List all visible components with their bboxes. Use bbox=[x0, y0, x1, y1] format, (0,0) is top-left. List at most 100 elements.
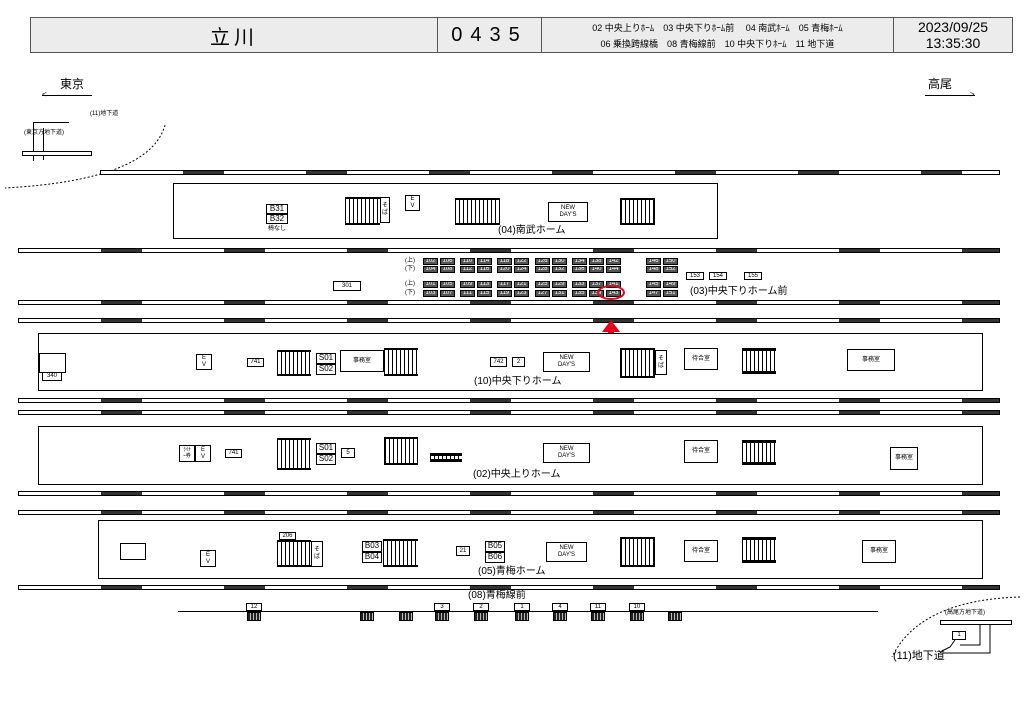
position-154[interactable]: 154 bbox=[709, 272, 727, 280]
position-155[interactable]: 155 bbox=[744, 272, 762, 280]
car-position-123[interactable]: 123 bbox=[514, 290, 529, 297]
car-position-137[interactable]: 137 bbox=[589, 281, 604, 288]
car-position-marker[interactable] bbox=[247, 612, 261, 621]
office[interactable]: 事務室 bbox=[340, 350, 384, 372]
car-position-116[interactable]: 116 bbox=[477, 266, 492, 273]
elevator[interactable]: E V bbox=[195, 445, 211, 462]
office[interactable]: 事務室 bbox=[847, 349, 895, 371]
car-position-127[interactable]: 127 bbox=[535, 290, 550, 297]
waiting-room[interactable]: 待合室 bbox=[684, 348, 718, 370]
soba-shop[interactable]: そば bbox=[311, 541, 323, 567]
car-position-107[interactable]: 107 bbox=[440, 290, 455, 297]
box-741[interactable]: 741 bbox=[225, 449, 242, 458]
car-position-129[interactable]: 129 bbox=[552, 281, 567, 288]
box-742[interactable]: 742 bbox=[490, 357, 507, 367]
platform-05[interactable] bbox=[98, 520, 983, 579]
car-position-115[interactable]: 115 bbox=[477, 290, 492, 297]
car-position-135[interactable]: 135 bbox=[572, 290, 587, 297]
car-position-144[interactable]: 144 bbox=[606, 266, 621, 273]
car-position-145[interactable]: 145 bbox=[646, 281, 661, 288]
car-position-138[interactable]: 138 bbox=[589, 258, 604, 265]
car-position-150[interactable]: 150 bbox=[663, 258, 678, 265]
car-position-118[interactable]: 118 bbox=[497, 258, 512, 265]
car-position-151[interactable]: 151 bbox=[663, 290, 678, 297]
car-position-marker[interactable] bbox=[668, 612, 682, 621]
waiting-room[interactable]: 待合室 bbox=[684, 440, 718, 463]
office[interactable]: 事務室 bbox=[862, 540, 896, 563]
soba-shop[interactable]: そば bbox=[655, 350, 667, 375]
car-position-106[interactable]: 106 bbox=[440, 258, 455, 265]
car-position-132[interactable]: 132 bbox=[552, 266, 567, 273]
car-position-119[interactable]: 119 bbox=[497, 290, 512, 297]
locker-b04[interactable]: B04 bbox=[362, 552, 382, 563]
car-position-134[interactable]: 134 bbox=[572, 258, 587, 265]
elevator[interactable]: E V bbox=[196, 354, 212, 370]
car-position-124[interactable]: 124 bbox=[514, 266, 529, 273]
elevator[interactable]: E V bbox=[200, 550, 216, 567]
car-position-142[interactable]: 142 bbox=[606, 258, 621, 265]
car-position-marker[interactable] bbox=[360, 612, 374, 621]
locker-b03[interactable]: B03 bbox=[362, 541, 382, 552]
car-position-130[interactable]: 130 bbox=[552, 258, 567, 265]
platform-10[interactable] bbox=[38, 333, 983, 391]
underpass-box-1[interactable]: 1 bbox=[952, 631, 966, 640]
car-position-128[interactable]: 128 bbox=[535, 266, 550, 273]
position-153[interactable]: 153 bbox=[686, 272, 704, 280]
locker-b06[interactable]: B06 bbox=[485, 552, 505, 563]
car-position-112[interactable]: 112 bbox=[460, 266, 475, 273]
locker-s02[interactable]: S02 bbox=[316, 364, 336, 375]
newdays-shop[interactable]: NEW DAY'S bbox=[543, 443, 590, 463]
car-position-marker[interactable] bbox=[515, 612, 529, 621]
car-position-125[interactable]: 125 bbox=[535, 281, 550, 288]
car-position-104[interactable]: 104 bbox=[423, 266, 438, 273]
car-position-marker[interactable] bbox=[591, 612, 605, 621]
car-position-marker[interactable] bbox=[435, 612, 449, 621]
car-position-110[interactable]: 110 bbox=[460, 258, 475, 265]
car-position-111[interactable]: 111 bbox=[460, 290, 475, 297]
box-5[interactable]: 5 bbox=[341, 448, 355, 458]
car-position-121[interactable]: 121 bbox=[514, 281, 529, 288]
car-position-114[interactable]: 114 bbox=[477, 258, 492, 265]
car-position-113[interactable]: 113 bbox=[477, 281, 492, 288]
locker-b32[interactable]: B32 bbox=[266, 214, 288, 224]
car-position-103[interactable]: 103 bbox=[423, 290, 438, 297]
car-position-marker[interactable] bbox=[553, 612, 567, 621]
car-position-122[interactable]: 122 bbox=[514, 258, 529, 265]
liner-ticket-machine[interactable]: ﾗｲﾅ ｰ券 bbox=[179, 445, 195, 462]
box-301[interactable]: 301 bbox=[333, 281, 361, 291]
car-position-126[interactable]: 126 bbox=[535, 258, 550, 265]
car-position-105[interactable]: 105 bbox=[440, 281, 455, 288]
car-position-147[interactable]: 147 bbox=[646, 290, 661, 297]
waiting-room[interactable]: 待合室 bbox=[684, 540, 718, 562]
car-position-109[interactable]: 109 bbox=[460, 281, 475, 288]
box-2[interactable]: 2 bbox=[512, 357, 525, 367]
car-position-marker[interactable] bbox=[630, 612, 644, 621]
car-position-102[interactable]: 102 bbox=[423, 258, 438, 265]
soba-shop[interactable]: そば bbox=[380, 197, 390, 223]
elevator[interactable]: E V bbox=[405, 195, 420, 211]
car-position-133[interactable]: 133 bbox=[572, 281, 587, 288]
car-position-108[interactable]: 108 bbox=[440, 266, 455, 273]
box-340[interactable]: 340 bbox=[42, 372, 62, 381]
car-position-marker[interactable] bbox=[474, 612, 488, 621]
newdays-shop[interactable]: NEW DAY'S bbox=[548, 202, 588, 222]
locker-s01[interactable]: S01 bbox=[316, 353, 336, 364]
newdays-shop[interactable]: NEW DAY'S bbox=[543, 352, 590, 372]
locker-s01[interactable]: S01 bbox=[316, 443, 336, 454]
car-position-148[interactable]: 148 bbox=[646, 266, 661, 273]
newdays-shop[interactable]: NEW DAY'S bbox=[546, 542, 587, 562]
locker-s02[interactable]: S02 bbox=[316, 454, 336, 465]
locker-b05[interactable]: B05 bbox=[485, 541, 505, 552]
car-position-101[interactable]: 101 bbox=[423, 281, 438, 288]
car-position-117[interactable]: 117 bbox=[497, 281, 512, 288]
car-position-marker[interactable] bbox=[399, 612, 413, 621]
office[interactable]: 事務室 bbox=[890, 447, 918, 470]
car-position-136[interactable]: 136 bbox=[572, 266, 587, 273]
car-position-149[interactable]: 149 bbox=[663, 281, 678, 288]
car-position-140[interactable]: 140 bbox=[589, 266, 604, 273]
box-21[interactable]: 21 bbox=[456, 546, 470, 556]
car-position-146[interactable]: 146 bbox=[646, 258, 661, 265]
car-position-131[interactable]: 131 bbox=[552, 290, 567, 297]
locker-b31[interactable]: B31 bbox=[266, 204, 288, 214]
car-position-152[interactable]: 152 bbox=[663, 266, 678, 273]
